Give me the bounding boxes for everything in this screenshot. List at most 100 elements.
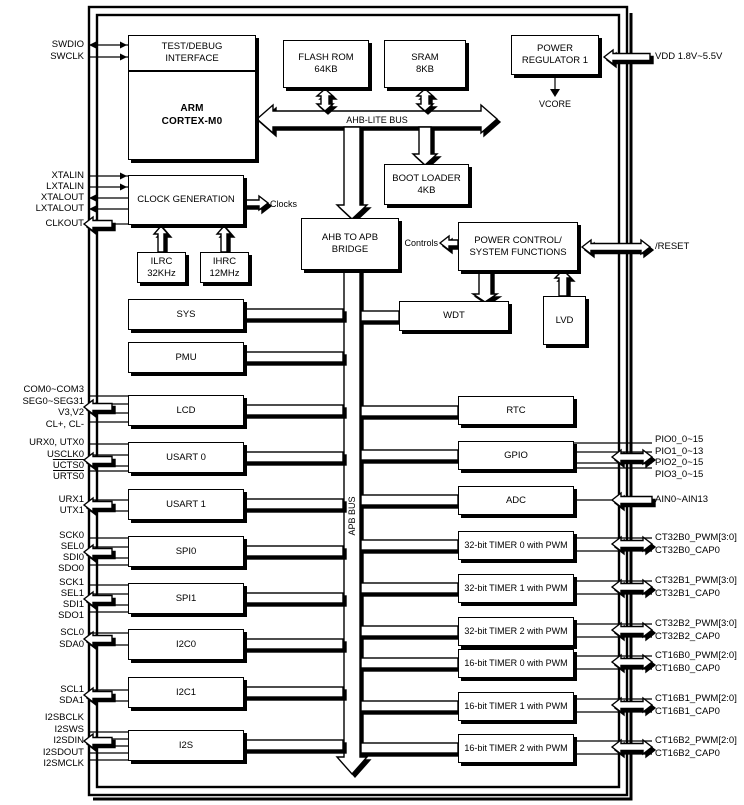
pin-i2sdin: I2SDIN [53,735,84,746]
label-line: INTERFACE [165,53,219,64]
arrowhead-in [120,172,127,180]
block-timer16-2: 16-bit TIMER 2 with PWM [458,734,574,763]
pin-seg: SEG0~SEG31 [22,396,84,407]
label-line: I2C1 [175,686,197,698]
label-line: 32KHz [147,267,176,279]
pin-group-arrow-left [82,732,113,750]
apb-link-right [360,405,459,417]
block-usart1: USART 1 [128,489,244,520]
label-line: CORTEX-M0 [161,115,223,127]
clocks-label: Clocks [270,199,298,209]
block-timer32-1: 32-bit TIMER 1 with PWM [458,574,574,603]
block-clock-generation: CLOCK GENERATION [128,175,244,225]
apb-link-left [243,308,344,320]
arrowhead-out [89,205,96,213]
label-line: 12MHz [209,267,240,279]
block-wdt: WDT [399,301,509,331]
pin-lxtalin: LXTALIN [46,181,84,192]
pin-i2sws: I2SWS [54,724,84,735]
label-line: SPI0 [175,545,197,557]
pin-sel1: SEL1 [60,588,84,599]
flash-bus-link [315,88,335,112]
label-line: FLASH ROM [298,52,354,64]
chip-shadow [93,13,633,801]
label-line: 32-bit TIMER 1 with PWM [464,582,568,593]
arrowhead-out [89,41,96,49]
apb-link-right [360,625,459,637]
pin-ct16b0-cap: CT16B0_CAP0 [655,663,720,674]
timer-pin-arrow [610,535,654,553]
label-line: AHB TO APB [321,232,379,244]
pin-group-arrow-left [82,590,113,608]
pin-group-arrow-left [82,398,113,416]
ahb-bus-label: AHB-LITE BUS [346,115,408,125]
block-sram: SRAM 8KB [384,40,466,88]
label-line: TEST/DEBUG [161,41,223,53]
label-line: 8KB [416,64,434,75]
label-line: WDT [443,310,465,322]
pin-scl0: SCL0 [60,627,84,638]
powerctrl-to-wdt-arrow [470,270,500,303]
apb-link-left [243,351,344,363]
label-line: SYSTEM FUNCTIONS [469,246,567,258]
block-i2c0: I2C0 [128,629,244,660]
pin-ct16b0-pwm: CT16B0_PWM[2:0] [655,650,737,661]
label-line: 64KB [314,64,338,75]
block-power-control: POWER CONTROL/ SYSTEM FUNCTIONS [458,222,578,271]
block-spi1: SPI1 [128,583,244,614]
apb-link-right [360,494,459,506]
pin-group-arrow-left [82,451,113,469]
block-boot-loader: BOOT LOADER 4KB [384,164,469,205]
pin-ct32b2-pwm: CT32B2_PWM[3:0] [655,618,737,629]
pin-v3v2: V3,V2 [58,407,84,418]
pin-lxtalout: LXTALOUT [35,203,84,214]
block-lvd: LVD [543,296,586,345]
chip-outline-outer [87,5,629,797]
label-line: RTC [506,404,526,416]
label-line: CLOCK GENERATION [137,194,235,206]
pin-ucts0: UCTS0 [52,460,84,471]
timer-pin-arrow [610,653,654,671]
pin-i2sdout: I2SDOUT [42,747,84,758]
apb-link-right [360,539,459,551]
bus-to-bridge-arrow [335,126,369,220]
timer-pin-arrow [610,621,654,639]
label-line: 32-bit TIMER 0 with PWM [464,539,568,550]
label-line: 16-bit TIMER 1 with PWM [464,700,568,711]
pin-group-arrow-left [82,630,113,648]
controls-label: Controls [404,238,438,248]
apb-link-wdt [360,310,400,322]
pin-group-arrow-left [82,686,113,704]
label-line: 16-bit TIMER 2 with PWM [464,742,568,753]
pin-ct16b1-pwm: CT16B1_PWM[2:0] [655,693,737,704]
block-timer16-1: 16-bit TIMER 1 with PWM [458,692,574,721]
pin-ct32b2-cap: CT32B2_CAP0 [655,631,720,642]
pin-sdo0: SDO0 [58,563,84,574]
block-adc: ADC [458,486,574,515]
apb-link-left [243,739,344,751]
timer-pin-arrow [610,696,654,714]
arrowhead-out [89,194,96,202]
apb-bus-label: APB BUS [347,496,357,536]
reset-arrow [580,238,652,256]
pin-clkout: CLKOUT [45,218,84,229]
pin-i2smclk: I2SMCLK [43,758,84,769]
label-line: SYS [176,308,196,320]
apb-link-left [243,545,344,557]
block-pmu: PMU [128,342,244,373]
pin-ct32b0-pwm: CT32B0_PWM[3:0] [655,532,737,543]
pin-usclk0: USCLK0 [47,449,84,460]
bus-to-bootloader-arrow [411,126,439,166]
label-line: I2C0 [175,638,197,650]
block-ihrc: IHRC 12MHz [200,252,249,283]
pin-xtalout: XTALOUT [40,192,84,203]
block-timer16-0: 16-bit TIMER 0 with PWM [458,649,574,678]
label-line: 16-bit TIMER 0 with PWM [464,657,568,668]
pin-ct16b1-cap: CT16B1_CAP0 [655,706,720,717]
apb-link-right [360,700,459,712]
apb-link-left [243,451,344,463]
pin-ct32b1-cap: CT32B1_CAP0 [655,588,720,599]
adc-arrow [610,491,653,509]
